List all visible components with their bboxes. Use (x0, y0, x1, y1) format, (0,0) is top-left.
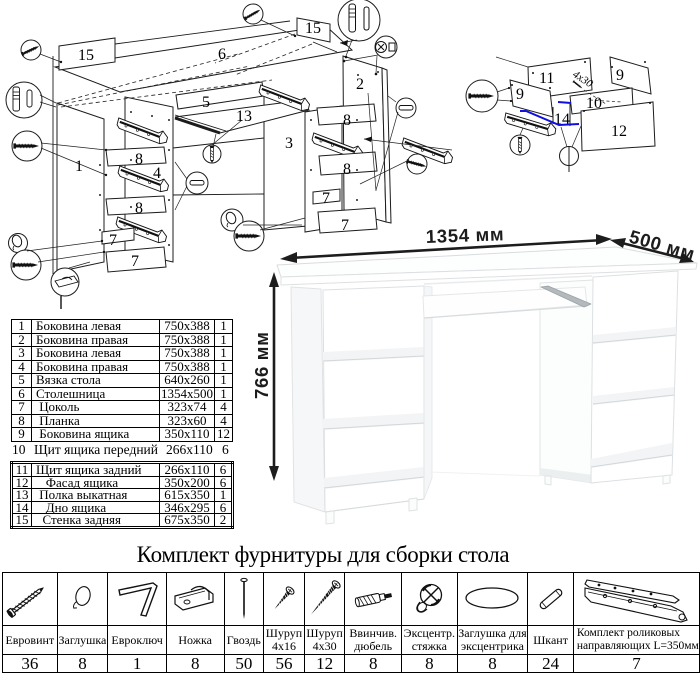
svg-text:2: 2 (356, 76, 364, 93)
svg-text:7: 7 (131, 253, 139, 270)
svg-text:11: 11 (539, 70, 554, 87)
svg-text:8: 8 (135, 151, 143, 168)
svg-text:5: 5 (202, 94, 210, 111)
svg-text:15: 15 (305, 20, 321, 37)
svg-text:7: 7 (109, 232, 117, 249)
svg-text:3: 3 (285, 135, 293, 152)
svg-text:7: 7 (341, 217, 349, 234)
svg-text:12: 12 (611, 123, 627, 140)
svg-text:1354 мм: 1354 мм (425, 223, 504, 247)
svg-text:8: 8 (343, 112, 351, 129)
svg-text:1: 1 (75, 158, 83, 175)
svg-text:7: 7 (322, 190, 330, 207)
svg-text:13: 13 (236, 108, 252, 125)
svg-text:15: 15 (78, 47, 94, 64)
svg-text:4: 4 (153, 165, 161, 182)
svg-text:766 мм: 766 мм (251, 331, 272, 399)
svg-text:8: 8 (135, 200, 143, 217)
svg-text:6: 6 (218, 46, 226, 63)
svg-text:9: 9 (516, 86, 524, 103)
svg-text:9: 9 (616, 67, 624, 84)
svg-text:8: 8 (343, 161, 351, 178)
svg-text:10: 10 (586, 95, 602, 112)
